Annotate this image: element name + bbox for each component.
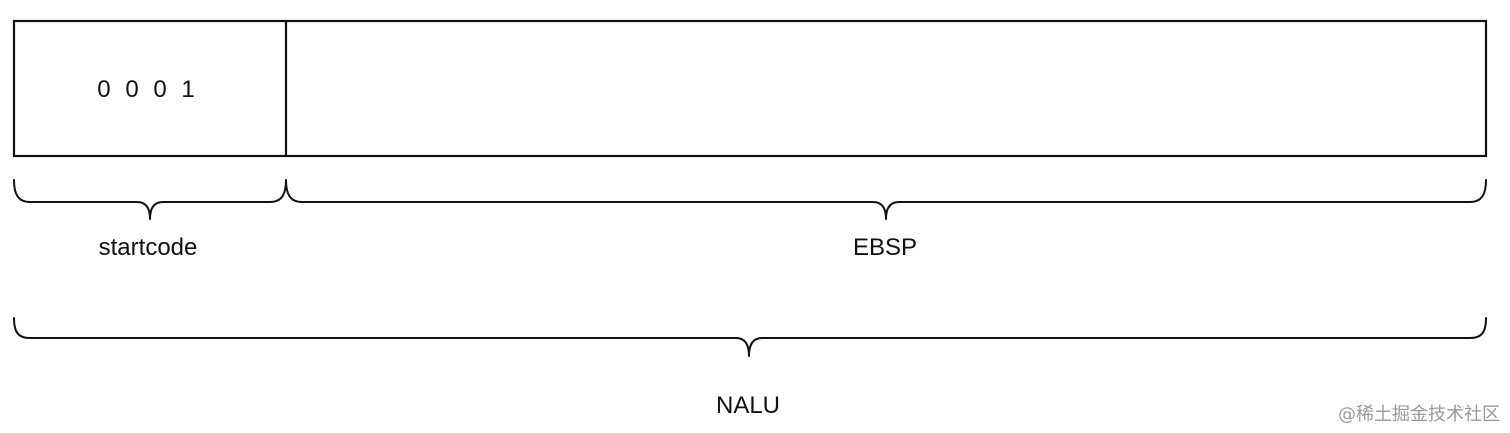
startcode-brace [13, 179, 287, 220]
startcode-value: 0 0 0 1 [97, 76, 198, 103]
nalu-brace [13, 317, 1487, 357]
nalu-packet-box [12, 19, 1488, 158]
startcode-label: startcode [99, 234, 198, 261]
nalu-label: NALU [716, 392, 780, 419]
ebsp-label: EBSP [853, 234, 917, 261]
watermark-text: @稀土掘金技术社区 [1338, 404, 1500, 425]
ebsp-brace [285, 179, 1487, 220]
